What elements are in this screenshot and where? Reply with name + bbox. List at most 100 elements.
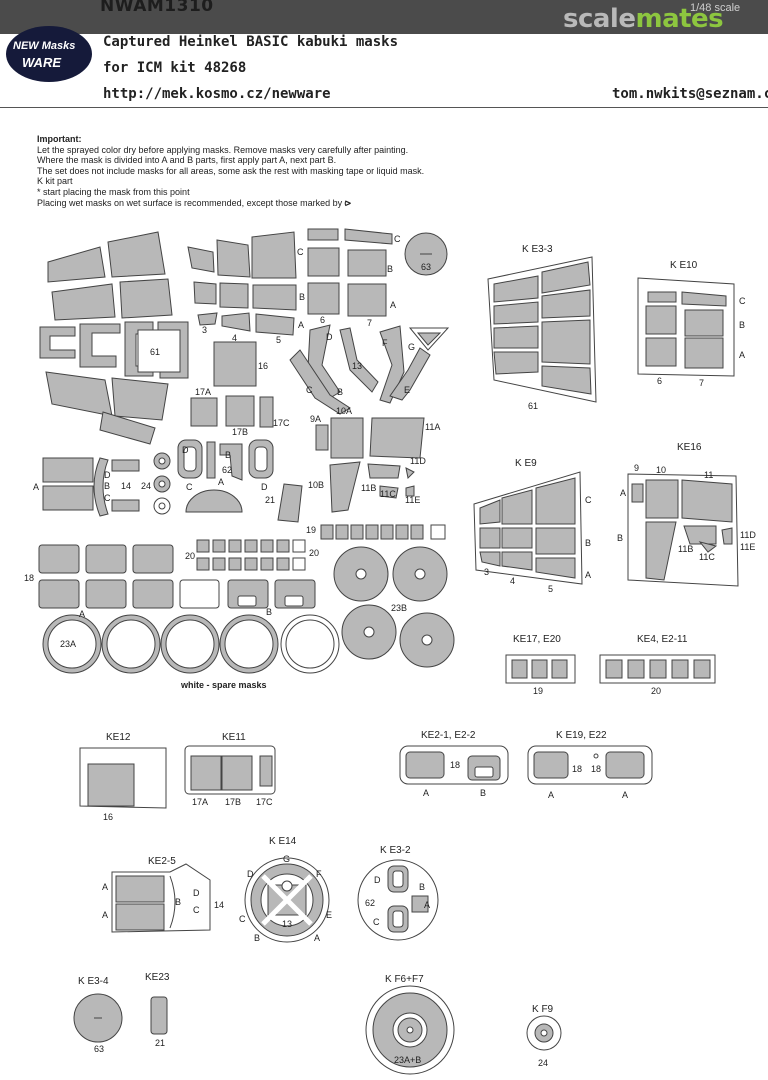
- mask-shape: [216, 239, 251, 278]
- mask-shape: [85, 579, 127, 609]
- kit-part-label: K E3-2: [380, 845, 411, 856]
- spare-mask: [392, 910, 404, 928]
- mask-shape: [107, 231, 166, 278]
- mask-shape: [193, 281, 217, 305]
- mask-label: G: [408, 342, 415, 352]
- mask-mark: [281, 880, 293, 892]
- mask-label: 9A: [310, 414, 321, 424]
- mask-label: 20: [651, 686, 661, 696]
- mask-label: 20: [309, 548, 319, 558]
- mask-label: 18: [24, 573, 34, 583]
- mask-shape: [132, 544, 174, 574]
- mask-label: B: [266, 607, 272, 617]
- spare-mask: [540, 1029, 548, 1037]
- mask-label: A: [218, 477, 224, 487]
- spare-mask: [355, 568, 367, 580]
- mask-shape: [365, 524, 379, 540]
- mask-shape: [533, 751, 569, 779]
- mask-label: C: [193, 905, 200, 915]
- mask-shape: [196, 557, 210, 571]
- mask-shape: [38, 579, 80, 609]
- mask-label: 5: [276, 335, 281, 345]
- mask-shape: [410, 524, 424, 540]
- mask-shape: [721, 527, 733, 545]
- kit-part-label: K F9: [532, 1004, 554, 1015]
- mask-shape: [197, 312, 218, 326]
- mask-shape: [405, 485, 415, 497]
- spare-mask: [137, 329, 181, 373]
- mask-shape: [627, 659, 645, 679]
- mask-label: B: [739, 320, 745, 330]
- mask-shape: [645, 305, 677, 335]
- spare-legend: white - spare masks: [180, 680, 267, 690]
- mask-shape: [645, 521, 677, 581]
- instruction-line: K kit part: [37, 176, 73, 187]
- mask-shape: [119, 278, 173, 319]
- mask-shape: [93, 457, 109, 517]
- mask-label: 17C: [256, 797, 273, 807]
- watermark-part-a: scale: [563, 4, 636, 34]
- mask-label: C: [306, 385, 313, 395]
- mask-label: 7: [367, 318, 372, 328]
- spare-mask: [285, 619, 335, 669]
- mask-shape: [221, 312, 251, 332]
- mask-shape: [645, 479, 679, 519]
- mask-shape: [681, 291, 727, 307]
- watermark-logo[interactable]: scalemates: [563, 4, 724, 34]
- product-code: NWAM1310: [100, 0, 214, 16]
- mask-shape: [251, 231, 297, 279]
- spare-mask: [284, 595, 304, 607]
- mask-shape: [115, 875, 165, 903]
- mask-label: A: [739, 350, 745, 360]
- mask-shape: [330, 417, 364, 459]
- mask-shape: [47, 246, 106, 283]
- mask-shape: [693, 659, 711, 679]
- kit-part-label: KE2-1, E2-2: [421, 730, 476, 741]
- mask-label: 6: [320, 315, 325, 325]
- mask-shape: [379, 485, 399, 499]
- watermark-part-b: mates: [635, 4, 724, 34]
- mask-label: 63: [94, 1044, 104, 1054]
- spare-mask: [254, 446, 268, 472]
- mask-shape: [479, 527, 501, 549]
- mask-shape: [501, 527, 533, 549]
- kit-part-label: KE16: [677, 442, 702, 453]
- instruction-line: The set does not include masks for all a…: [37, 165, 425, 176]
- mask-shape: [493, 301, 539, 325]
- mask-shape: [259, 755, 273, 787]
- logo-text-2: WARE: [22, 55, 61, 70]
- mask-shape: [289, 349, 351, 415]
- mask-label: 17B: [232, 427, 248, 437]
- mask-label: A: [33, 482, 39, 492]
- mask-label: C: [394, 234, 401, 244]
- spare-mask: [292, 557, 306, 571]
- mask-shape: [631, 483, 644, 503]
- kit-part-label: K E3-3: [522, 244, 553, 255]
- website-link[interactable]: http://mek.kosmo.cz/newware: [103, 86, 331, 102]
- mask-shape: [411, 895, 429, 913]
- mask-label: 13: [352, 361, 362, 371]
- instructions-heading: Important:: [37, 134, 82, 144]
- spare-mask: [106, 619, 156, 669]
- spare-mask: [179, 579, 220, 609]
- mask-label: 6: [657, 376, 662, 386]
- mask-shape: [511, 659, 528, 679]
- mask-shape: [347, 283, 387, 317]
- mask-shape: [255, 313, 295, 336]
- kit-part-label: KE12: [106, 732, 131, 743]
- mask-label: 11D: [410, 456, 426, 466]
- mask-label: C: [585, 495, 592, 505]
- mask-label: A: [79, 609, 85, 619]
- mask-label: 24: [538, 1058, 548, 1068]
- part-outline: [357, 859, 439, 941]
- mask-label: D: [374, 875, 381, 885]
- mask-label: F: [316, 869, 322, 879]
- spare-mask: [158, 502, 166, 510]
- mask-shape: [124, 321, 154, 377]
- spare-mask: [165, 619, 215, 669]
- email-link[interactable]: tom.nwkits@seznam.cz: [612, 86, 768, 102]
- mask-label: 11E: [405, 495, 420, 505]
- mask-shape: [87, 763, 135, 807]
- mask-shape: [493, 351, 539, 375]
- mask-shape: [277, 483, 303, 523]
